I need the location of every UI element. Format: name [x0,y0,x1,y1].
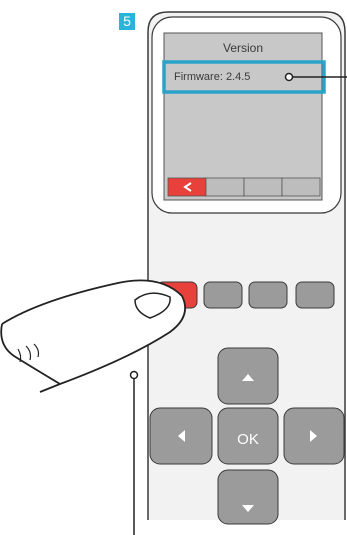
step-badge: 5 [119,13,135,30]
softkey-3[interactable] [244,178,282,196]
callout-device [131,372,138,535]
softkey-4[interactable] [282,178,320,196]
back-softkey[interactable] [168,178,206,196]
dpad-down-button[interactable] [218,470,278,524]
screen-title: Version [223,41,263,55]
softkey-bar [168,178,320,196]
display-screen: Version Firmware: 2.4.5 [164,33,324,200]
firmware-text: Firmware: 2.4.5 [174,71,250,83]
hardware-button-3[interactable] [249,282,287,308]
ok-label: OK [237,431,259,448]
hardware-button-2[interactable] [204,282,242,308]
step-number: 5 [123,13,131,29]
softkey-2[interactable] [206,178,244,196]
hardware-button-4[interactable] [296,282,334,308]
